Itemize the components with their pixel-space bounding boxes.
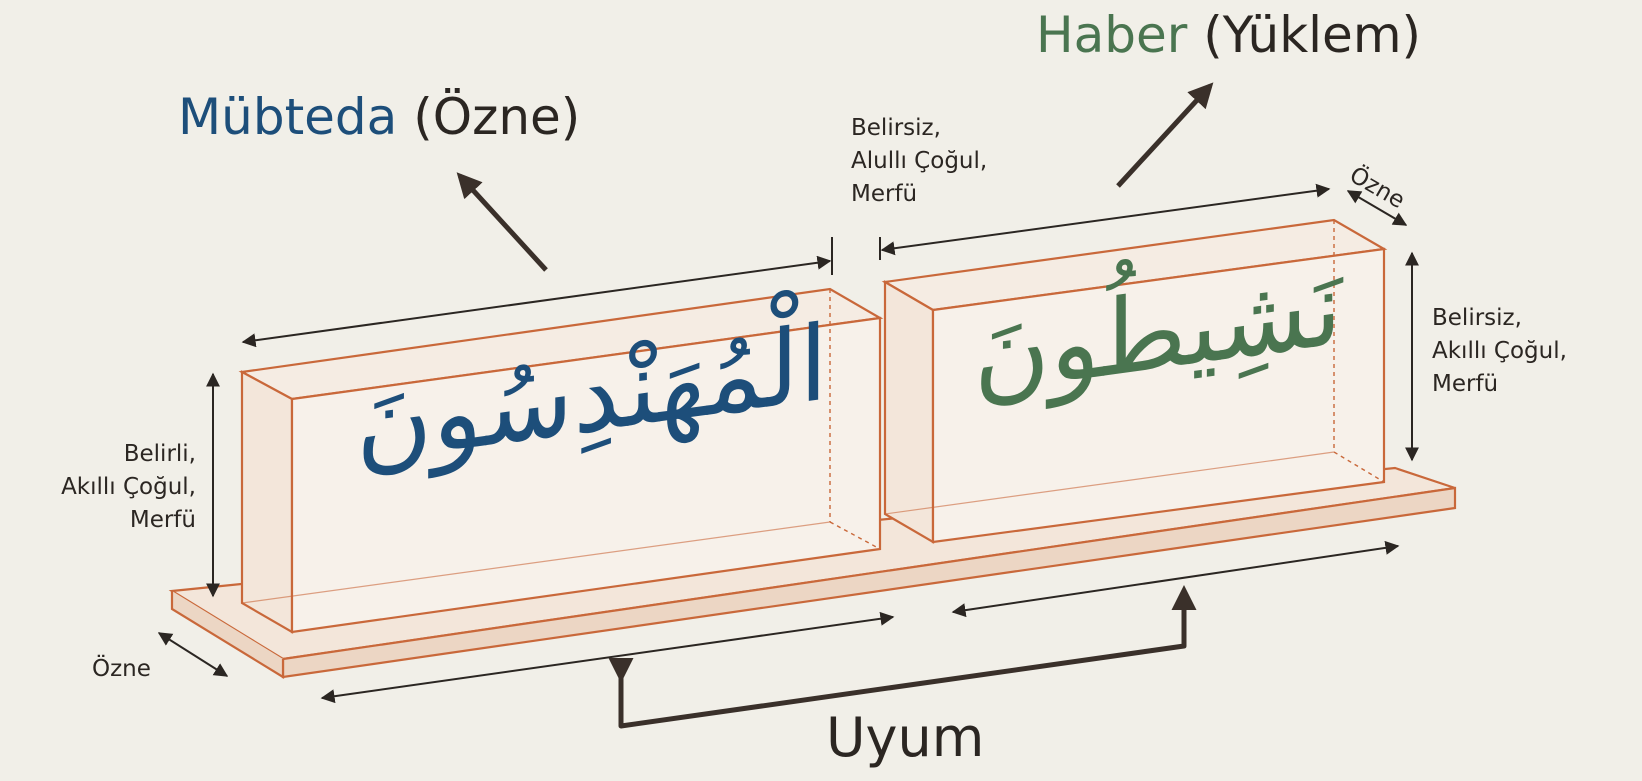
- property-line: Merfü: [851, 181, 918, 207]
- property-line: Belirsiz,: [1432, 305, 1522, 331]
- property-line: Merfü: [129, 507, 196, 533]
- haber-term: Haber: [1036, 6, 1188, 64]
- pointer-arrows: [456, 82, 1214, 729]
- property-line: Merfü: [1432, 371, 1499, 397]
- mubteda-gloss: (Özne): [413, 88, 581, 146]
- property-line: Akıllı Çoğul,: [61, 474, 196, 500]
- mubteda-pointer-arrow: [456, 172, 548, 272]
- haber-properties-right: Belirsiz, Akıllı Çoğul, Merfü: [1432, 302, 1567, 401]
- agreement-arrow: [608, 585, 1197, 729]
- mubteda-depth-label: Özne: [92, 656, 151, 682]
- mubteda-heading: Mübteda (Özne): [178, 88, 580, 146]
- property-line: Akıllı Çoğul,: [1432, 338, 1567, 364]
- mubteda-properties: Belirli, Akıllı Çoğul, Merfü: [14, 438, 196, 537]
- haber-depth-arrow: [1346, 190, 1408, 226]
- haber-pointer-arrow: [1116, 82, 1214, 188]
- haber-length-arrow: [880, 183, 1331, 256]
- property-line: Belirli,: [123, 441, 196, 467]
- mubteda-term: Mübteda: [178, 88, 398, 146]
- haber-gloss: (Yüklem): [1203, 6, 1422, 64]
- mubteda-depth-arrow: [157, 632, 229, 677]
- haber-heading: Haber (Yüklem): [1036, 6, 1421, 64]
- property-line: Alullı Çoğul,: [851, 148, 988, 174]
- property-line: Belirsiz,: [851, 115, 941, 141]
- mubteda-length-arrow: [241, 255, 832, 348]
- agreement-label: Uyum: [826, 706, 985, 769]
- haber-properties-top: Belirsiz, Alullı Çoğul, Merfü: [851, 112, 987, 211]
